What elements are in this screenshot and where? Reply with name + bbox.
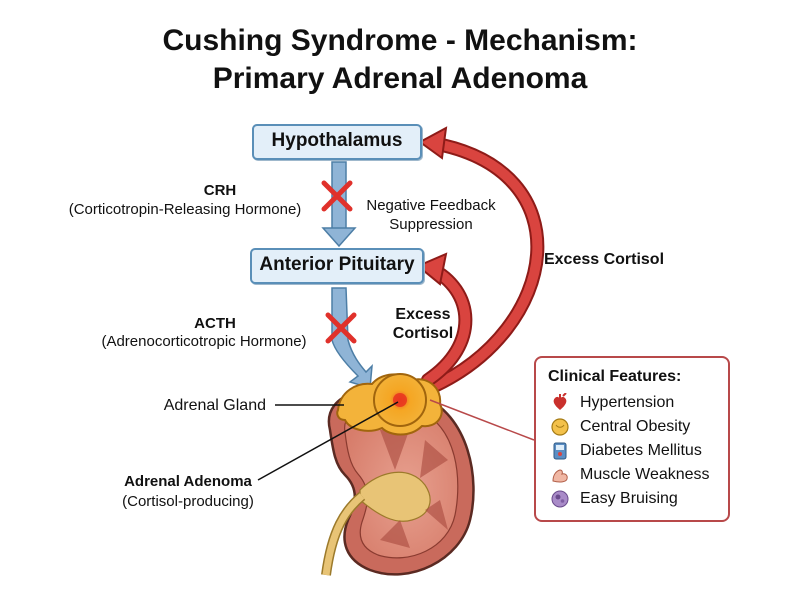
acth-label: ACTH bbox=[194, 315, 236, 332]
clinical-features-connector bbox=[429, 399, 535, 441]
acth-block-x bbox=[325, 312, 357, 344]
feature-hypertension: Hypertension bbox=[550, 392, 674, 414]
torso-icon bbox=[551, 418, 569, 436]
adrenal-adenoma-label: Adrenal Adenoma bbox=[124, 473, 252, 490]
feature-muscle-weakness-label: Muscle Weakness bbox=[580, 466, 710, 483]
heart-vessel-icon bbox=[553, 393, 567, 410]
feature-diabetes-mellitus-label: Diabetes Mellitus bbox=[580, 442, 702, 459]
excess-cortisol-inner-line-2: Cortisol bbox=[392, 325, 454, 342]
hypothalamus-label: Hypothalamus bbox=[271, 130, 403, 151]
anterior-pituitary-box: Anterior Pituitary bbox=[250, 248, 424, 284]
kidney bbox=[321, 387, 475, 576]
bruise-icon bbox=[551, 490, 569, 508]
feature-easy-bruising: Easy Bruising bbox=[550, 488, 678, 510]
acth-full-label: (Adrenocorticotropic Hormone) bbox=[101, 333, 307, 350]
excess-cortisol-inner-label: Excess Cortisol bbox=[388, 305, 458, 343]
clinical-features-panel: Clinical Features: Hypertension Central … bbox=[534, 356, 730, 522]
crh-block-x bbox=[321, 180, 353, 212]
feature-easy-bruising-label: Easy Bruising bbox=[580, 490, 678, 507]
negative-feedback-line-2: Suppression bbox=[389, 216, 473, 233]
excess-cortisol-inner-line-1: Excess bbox=[395, 306, 451, 323]
adrenal-gland-label: Adrenal Gland bbox=[163, 397, 266, 414]
glucose-meter-icon bbox=[553, 442, 567, 460]
adrenal-adenoma bbox=[373, 373, 427, 427]
adrenal-adenoma-note: (Cortisol-producing) bbox=[122, 493, 254, 510]
adenoma-leader bbox=[257, 401, 399, 481]
hypothalamus-box: Hypothalamus bbox=[252, 124, 422, 160]
arm-muscle-icon bbox=[552, 469, 568, 483]
diagram-title: Cushing Syndrome - Mechanism: Primary Ad… bbox=[0, 22, 800, 98]
anterior-pituitary-label: Anterior Pituitary bbox=[259, 254, 415, 275]
acth-down-arrow bbox=[331, 287, 373, 389]
feature-central-obesity: Central Obesity bbox=[550, 416, 690, 438]
outer-feedback-arrow bbox=[418, 126, 545, 395]
feature-hypertension-label: Hypertension bbox=[580, 394, 675, 411]
negative-feedback-label: Negative Feedback Suppression bbox=[358, 196, 504, 234]
crh-label: CRH bbox=[203, 182, 237, 199]
feature-central-obesity-label: Central Obesity bbox=[580, 418, 691, 435]
crh-full-label: (Corticotropin-Releasing Hormone) bbox=[68, 201, 302, 218]
feature-diabetes-mellitus: Diabetes Mellitus bbox=[550, 440, 702, 462]
clinical-features-title: Clinical Features: bbox=[548, 368, 682, 385]
inner-feedback-arrow bbox=[416, 252, 473, 387]
title-line-2: Primary Adrenal Adenoma bbox=[212, 62, 588, 95]
negative-feedback-line-1: Negative Feedback bbox=[366, 197, 496, 214]
title-line-1: Cushing Syndrome - Mechanism: bbox=[162, 24, 638, 57]
excess-cortisol-outer-label: Excess Cortisol bbox=[543, 251, 665, 268]
feature-muscle-weakness: Muscle Weakness bbox=[550, 464, 710, 486]
